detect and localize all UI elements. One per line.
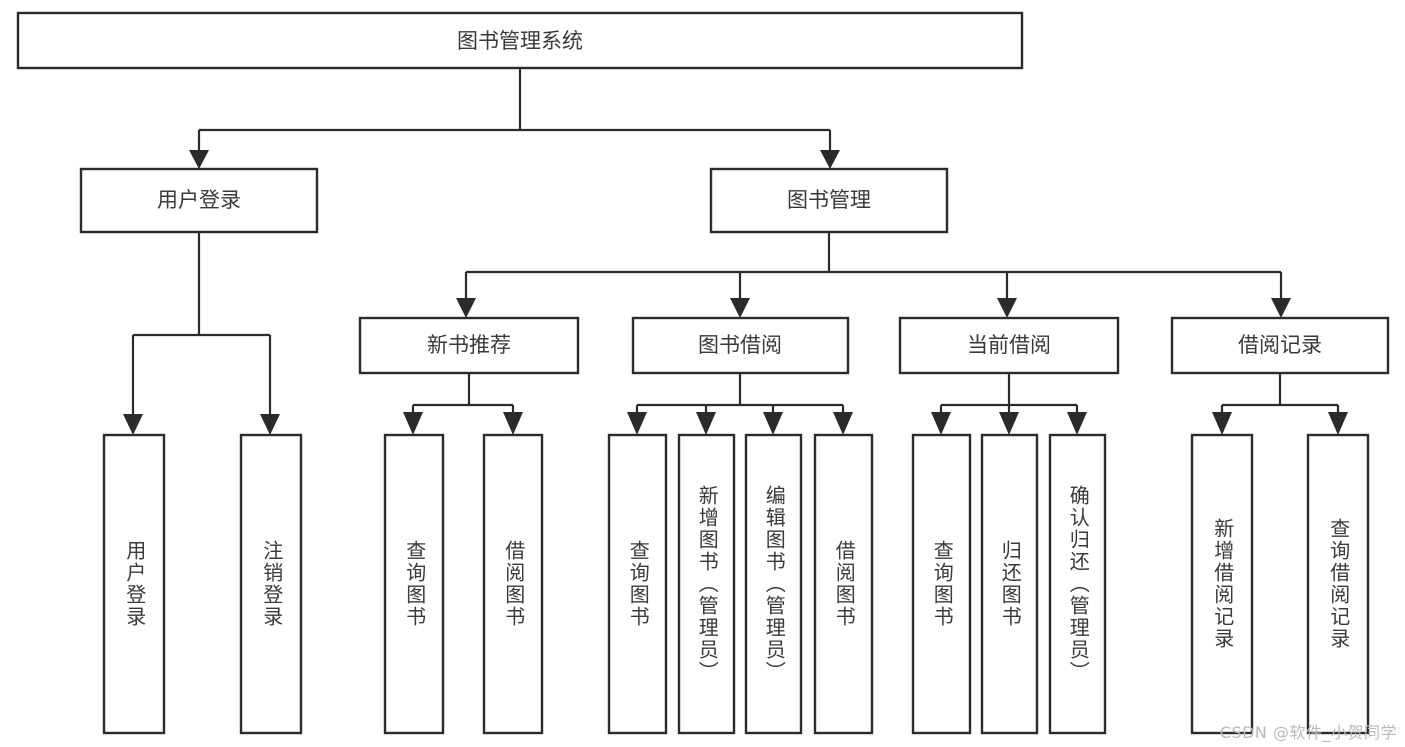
arrow-head-icon <box>999 412 1019 435</box>
node-book-borrow[interactable]: 图书借阅 <box>631 316 850 375</box>
new-book-recommend-label: 新书推荐 <box>427 333 511 357</box>
arrow-head-icon <box>820 150 840 169</box>
arrow-head-icon <box>456 298 476 318</box>
connector-book-manage-to-level3 <box>456 232 1291 318</box>
node-new-book-recommend[interactable]: 新书推荐 <box>358 316 580 375</box>
arrow-head-icon <box>1067 412 1087 435</box>
root-box[interactable] <box>16 11 1024 70</box>
connector-root-to-level2 <box>189 68 840 169</box>
leaf-box-user-login[interactable] <box>102 433 166 735</box>
current-borrow-label: 当前借阅 <box>967 333 1051 357</box>
new-book-recommend-box[interactable] <box>358 316 580 375</box>
leaf-box-query-book-3[interactable] <box>911 433 972 735</box>
leaf-box-edit-book-admin[interactable] <box>744 433 803 735</box>
leaf-box-add-book-admin[interactable] <box>677 433 736 735</box>
node-borrow-record[interactable]: 借阅记录 <box>1170 316 1390 375</box>
arrow-head-icon <box>189 150 209 169</box>
leaf-box-add-borrow-record[interactable] <box>1190 433 1254 735</box>
leaf-box-borrow-book-1[interactable] <box>482 433 544 735</box>
arrow-head-icon <box>503 412 523 435</box>
arrow-head-icon <box>763 412 783 435</box>
connector-new-book-recommend-to-leaves <box>403 373 523 435</box>
node-current-borrow[interactable]: 当前借阅 <box>898 316 1120 375</box>
leaf-box-borrow-book-2[interactable] <box>813 433 874 735</box>
connector-current-borrow-to-leaves <box>931 373 1087 435</box>
node-user-login[interactable]: 用户登录 <box>79 167 319 234</box>
book-borrow-label: 图书借阅 <box>698 333 782 357</box>
root-label: 图书管理系统 <box>457 29 583 53</box>
leaf-box-return-book[interactable] <box>980 433 1039 735</box>
leaf-box-confirm-return-admin[interactable] <box>1048 433 1107 735</box>
leaf-box-query-book-1[interactable] <box>383 433 445 735</box>
node-book-manage[interactable]: 图书管理 <box>709 167 949 234</box>
leaf-box-query-borrow-record[interactable] <box>1306 433 1370 735</box>
arrow-head-icon <box>1328 412 1348 435</box>
user-login-box[interactable] <box>79 167 319 234</box>
connector-borrow-record-to-leaves <box>1212 373 1348 435</box>
watermark-text: CSDN @软件_小贺同学 <box>1219 723 1397 742</box>
leaf-box-query-book-2[interactable] <box>607 433 668 735</box>
node-root[interactable]: 图书管理系统 <box>16 11 1024 70</box>
connector-book-borrow-to-leaves <box>627 373 853 435</box>
arrow-head-icon <box>260 414 280 435</box>
user-login-label: 用户登录 <box>157 188 241 212</box>
leaf-box-logout-login[interactable] <box>239 433 303 735</box>
borrow-record-label: 借阅记录 <box>1238 333 1322 357</box>
arrow-head-icon <box>833 412 853 435</box>
arrow-head-icon <box>627 412 647 435</box>
connector-user-login-to-leaves <box>123 232 280 435</box>
current-borrow-box[interactable] <box>898 316 1120 375</box>
arrow-head-icon <box>696 412 716 435</box>
arrow-head-icon <box>931 412 951 435</box>
arrow-head-icon <box>123 414 143 435</box>
book-manage-label: 图书管理 <box>787 188 871 212</box>
arrow-head-icon <box>1212 412 1232 435</box>
arrow-head-icon <box>997 298 1017 318</box>
arrow-head-icon <box>730 298 750 318</box>
arrow-head-icon <box>1271 298 1291 318</box>
arrow-head-icon <box>403 412 423 435</box>
